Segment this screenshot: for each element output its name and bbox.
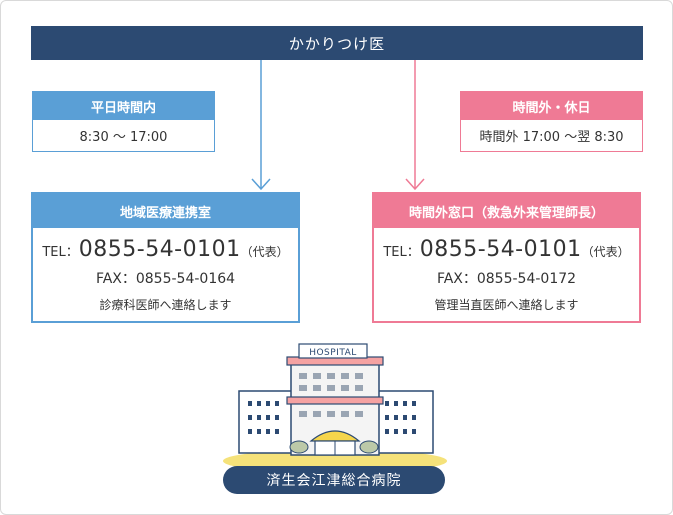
- regional-liaison-title: 地域医療連携室: [33, 194, 298, 228]
- emergency-window-title: 時間外窓口（救急外来管理師長）: [374, 194, 639, 228]
- regional-tel-line: TEL：0855-54-0101（代表）: [33, 237, 298, 262]
- regional-note: 診療科医師へ連絡します: [99, 298, 232, 312]
- offhours-hours: 時間外 17:00 ～翌 8:30: [479, 130, 624, 145]
- regional-fax: FAX：0855-54-0164: [95, 271, 236, 287]
- hospital-sign: HOSPITAL: [309, 348, 357, 358]
- regional-liaison-card: 地域医療連携室 TEL：0855-54-0101（代表） FAX：0855-54…: [31, 192, 300, 323]
- weekday-hours-tag: 平日時間内 8:30 ～ 17:00: [32, 91, 215, 152]
- hospital-name: 済生会江津総合病院: [266, 473, 402, 489]
- emergency-tel-number: 0855-54-0101: [419, 237, 582, 262]
- family-doctor-title: かかりつけ医: [288, 34, 386, 53]
- arrow-head-right: [405, 178, 425, 191]
- emergency-tel-line: TEL：0855-54-0101（代表）: [374, 237, 639, 262]
- regional-tel-number: 0855-54-0101: [78, 237, 241, 262]
- arrow-head-left: [251, 178, 271, 191]
- regional-tel-suffix: （代表）: [240, 245, 289, 259]
- emergency-tel-suffix: （代表）: [581, 245, 630, 259]
- emergency-note: 管理当直医師へ連絡します: [434, 298, 579, 312]
- hospital-name-label: 済生会江津総合病院: [223, 466, 445, 494]
- family-doctor-bar: かかりつけ医: [31, 26, 643, 60]
- offhours-label: 時間外・休日: [461, 92, 642, 120]
- regional-tel-prefix: TEL：: [42, 245, 79, 260]
- emergency-fax: FAX：0855-54-0172: [436, 271, 577, 287]
- emergency-window-card: 時間外窓口（救急外来管理師長） TEL：0855-54-0101（代表） FAX…: [372, 192, 641, 323]
- offhours-tag: 時間外・休日 時間外 17:00 ～翌 8:30: [460, 91, 643, 152]
- weekday-label: 平日時間内: [33, 92, 214, 120]
- emergency-tel-prefix: TEL：: [383, 245, 420, 260]
- weekday-hours: 8:30 ～ 17:00: [79, 130, 168, 145]
